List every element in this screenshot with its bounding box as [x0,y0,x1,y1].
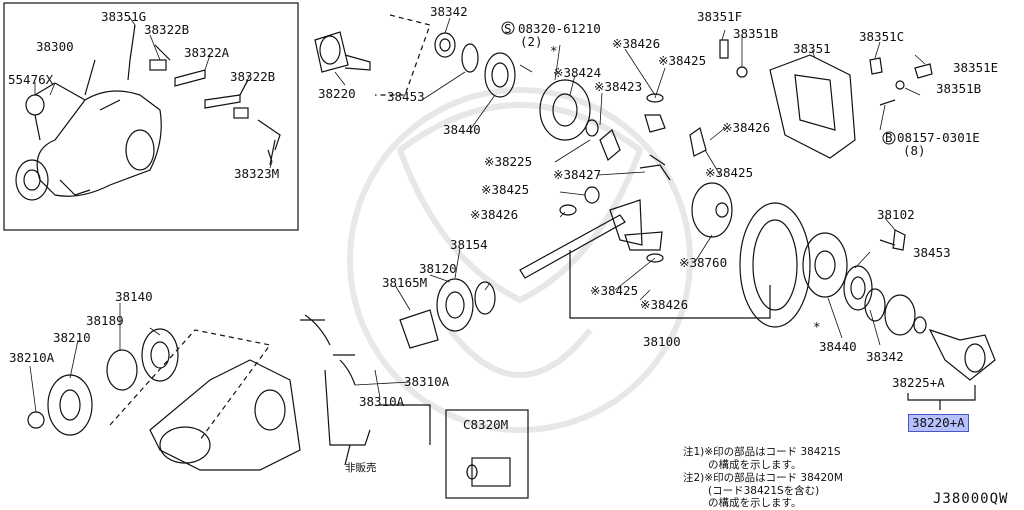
leader-lines [29,17,926,413]
part-label-38425: ※38425 [590,283,639,298]
part-label-38322B: 38322B [230,69,276,84]
part-label-38120: 38120 [419,261,457,276]
rear-cover-38351 [769,54,856,159]
part-label-38322B: 38322B [144,22,190,37]
part-label-38140: 38140 [115,289,153,304]
part-label-38220: 38220 [318,86,356,101]
watermark-emblem [347,87,693,433]
part-label-38100: 38100 [643,334,681,349]
part-label-38165M: 38165M [382,275,428,290]
part-label-38426: ※38426 [612,36,661,51]
bracket-38220A [907,385,976,410]
part-label-38424: ※38424 [553,65,602,80]
note-line-3: 注2)※印の部品はコード 38420M [683,472,843,484]
flange-38210 [47,374,93,436]
star-mark: * [813,319,821,334]
companion-flange-38220 [314,31,371,73]
part-qty-08320: (2) [520,34,543,49]
note-line-5: の構成を示します。 [708,497,802,509]
diff-case-right [802,232,848,298]
carrier-housing [149,359,301,471]
inset-breather-hose [127,24,136,81]
part-label-08320-61210: 08320-61210 [518,21,601,36]
pinion-shaft-38427 [639,154,671,181]
ring-gear-38100 [739,202,811,328]
not-sold-bracket [324,369,371,466]
part-label-38342: 38342 [866,349,904,364]
side-gear-38760 [691,182,733,238]
part-label-38225-A: 38225+A [892,375,945,390]
diagram-reference-code: J38000QW [933,491,1009,507]
part-label-38351B: 38351B [733,26,779,41]
part-label-38210: 38210 [53,330,91,345]
part-label-38154: 38154 [450,237,488,252]
bearing-38120 [436,278,474,332]
part-label-38426: ※38426 [470,207,519,222]
part-label-38440: 38440 [819,339,857,354]
inset-diff-assembly [15,59,162,201]
part-label-38425: ※38425 [705,165,754,180]
part-qty-08157: (8) [903,143,926,158]
bearing-38140 [141,328,179,382]
star-mark: * [550,43,558,58]
part-label-38323M: 38323M [234,166,280,181]
circle-b-mark: B [885,130,893,145]
part-label-38453: 38453 [387,89,425,104]
part-label-38351F: 38351F [697,9,743,24]
part-label-38189: 38189 [86,313,124,328]
part-label-55476X: 55476X [8,72,54,87]
part-label-38351B: 38351B [936,81,982,96]
circle-s-mark: S [504,21,512,36]
part-label-38351C: 38351C [859,29,905,44]
note-line-4: (コード38421Sを含む) [708,485,820,497]
part-label-38310A: 38310A [404,374,450,389]
inset-frame [3,2,299,231]
bearing-38440 [484,52,516,98]
bearing-right [843,265,873,311]
drive-pinion-38154 [519,199,643,279]
part-label-38225: ※38225 [484,154,533,169]
part-label-38426: ※38426 [722,120,771,135]
part-label-38760: ※38760 [679,255,728,270]
part-label-38425: ※38425 [658,53,707,68]
note-line-1: 注1)※印の部品はコード 38421S [683,446,841,458]
diff-case-38424 [539,79,591,141]
part-label-38322A: 38322A [184,45,230,60]
part-label-38351: 38351 [793,41,831,56]
part-label-38351G: 38351G [101,9,147,24]
part-label-38440: 38440 [443,122,481,137]
highlighted-part-label-38220-A[interactable]: 38220+A [908,414,969,432]
kit-box [445,409,529,499]
part-label-38425: ※38425 [481,182,530,197]
circle-markers [501,21,896,145]
part-label-38351E: 38351E [953,60,999,75]
part-label-38300: 38300 [36,39,74,54]
part-label-38427: ※38427 [553,167,602,182]
part-label-38210A: 38210A [9,350,55,365]
part-label-38426: ※38426 [640,297,689,312]
part-label-38453: 38453 [913,245,951,260]
not-sold-label: 非販売 [345,462,377,474]
group-bracket-38100 [569,250,771,319]
oil-seal-38342 [434,32,456,58]
part-label-38102: 38102 [877,207,915,222]
note-line-2: の構成を示します。 [708,459,802,471]
part-label-38310A: 38310A [359,394,405,409]
kit-label-C8320M: C8320M [463,417,509,432]
part-label-38342: 38342 [430,4,468,19]
part-label-38423: ※38423 [594,79,643,94]
side-flange-right [928,328,996,381]
part-label-08157-0301E: 08157-0301E [897,130,980,145]
